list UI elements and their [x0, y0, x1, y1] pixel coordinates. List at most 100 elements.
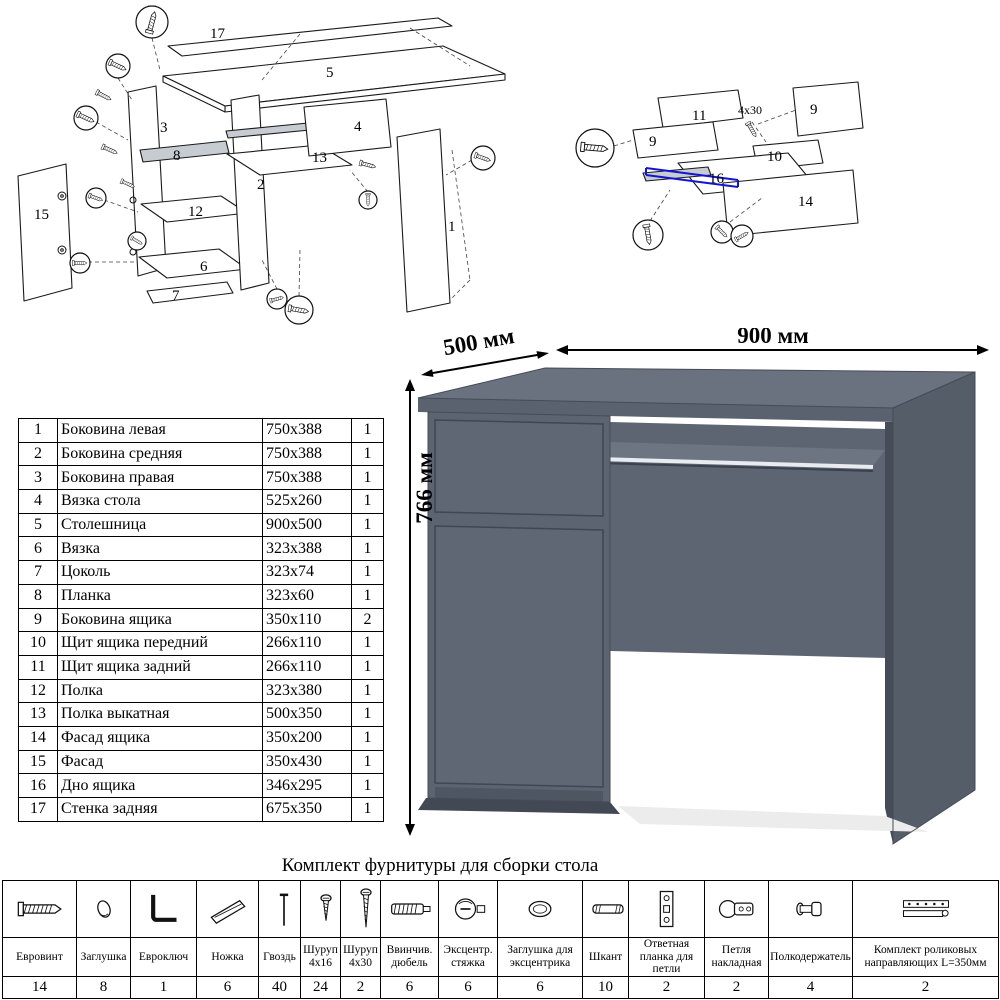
- height-label: 766 мм: [412, 452, 437, 524]
- parts-cell-qty: 1: [351, 773, 384, 798]
- parts-cell-num: 13: [18, 702, 58, 727]
- parts-cell-size: 323x380: [262, 678, 352, 704]
- exploded-desk-diagram: 17 5 3 8 15 12 6 7 2 13 4 1: [17, 5, 506, 325]
- hardware-item-qty: 6: [196, 976, 259, 999]
- hardware-item-name: Заглушка: [76, 937, 131, 977]
- nail-icon: [258, 880, 301, 938]
- cap-icon: [76, 880, 131, 938]
- hinge-plate-icon: [628, 880, 705, 938]
- parts-cell-qty: 1: [351, 749, 384, 775]
- parts-cell-qty: 1: [351, 418, 384, 443]
- svg-text:9: 9: [649, 134, 657, 150]
- parts-cell-num: 8: [18, 583, 58, 609]
- parts-cell-size: 266x110: [262, 654, 352, 680]
- part-1-right-panel: [396, 128, 451, 313]
- parts-cell-qty: 1: [351, 583, 384, 609]
- part-2-middle-panel: [230, 94, 270, 291]
- screw-short-icon: [300, 880, 341, 938]
- parts-cell-qty: 1: [351, 536, 384, 562]
- part-8-plank: [139, 140, 230, 163]
- parts-cell-size: 750x388: [262, 441, 352, 467]
- floor-shadow: [618, 806, 928, 832]
- parts-cell-qty: 2: [351, 607, 384, 633]
- parts-cell-qty: 1: [351, 489, 384, 514]
- parts-cell-name: Фасад: [57, 749, 263, 775]
- parts-cell-size: 900x500: [262, 512, 352, 538]
- hardware-item-name: Полкодержатель: [768, 937, 853, 977]
- cam-lock-icon: [438, 880, 498, 938]
- part-9-side-left: [632, 121, 719, 159]
- inner-shadow: [885, 422, 893, 844]
- hardware-item-qty: 24: [300, 976, 341, 999]
- parts-cell-num: 6: [18, 536, 58, 562]
- depth-arrow: [426, 353, 544, 375]
- parts-cell-num: 5: [18, 512, 58, 538]
- parts-cell-name: Фасад ящика: [57, 725, 263, 751]
- parts-cell-qty: 1: [351, 702, 384, 727]
- screw-long-icon: [340, 880, 381, 938]
- hex-key-icon: [130, 880, 197, 938]
- hardware-item-name: Эксцентр. стяжка: [438, 937, 498, 977]
- parts-cell-size: 266x110: [262, 631, 352, 656]
- parts-cell-name: Боковина левая: [57, 418, 263, 443]
- parts-cell-name: Щит ящика задний: [57, 654, 263, 680]
- svg-text:13: 13: [312, 150, 327, 166]
- part-9-side-right: [792, 81, 864, 137]
- hardware-item-name: Евровинт: [2, 937, 77, 977]
- parts-cell-qty: 1: [351, 512, 384, 538]
- svg-text:15: 15: [34, 207, 49, 223]
- parts-cell-size: 350x430: [262, 749, 352, 775]
- parts-cell-num: 12: [18, 678, 58, 704]
- parts-cell-num: 7: [18, 560, 58, 585]
- parts-cell-qty: 1: [351, 560, 384, 585]
- svg-text:2: 2: [257, 177, 265, 193]
- screw-4x30-icon: [744, 120, 759, 139]
- hardware-item-qty: 40: [258, 976, 301, 999]
- threaded-dowel-icon: [380, 880, 439, 938]
- parts-cell-qty: 1: [351, 678, 384, 704]
- hardware-item-name: Комплект роликовых направляющих L=350мм: [852, 937, 999, 977]
- parts-cell-num: 11: [18, 654, 58, 680]
- hardware-item-name: Петля накладная: [704, 937, 769, 977]
- hardware-icons-row: [2, 880, 999, 938]
- svg-text:1: 1: [448, 219, 456, 235]
- parts-cell-name: Боковина средняя: [57, 441, 263, 467]
- parts-cell-num: 3: [18, 465, 58, 491]
- hardware-item-qty: 2: [704, 976, 769, 999]
- hardware-item-name: Шуруп 4x16: [300, 937, 341, 977]
- parts-cell-size: 350x110: [262, 607, 352, 633]
- parts-cell-num: 2: [18, 441, 58, 467]
- hardware-item-qty: 1: [130, 976, 197, 999]
- parts-cell-name: Полка выкатная: [57, 702, 263, 727]
- part-17-back-wall: [167, 17, 453, 57]
- parts-cell-num: 14: [18, 725, 58, 751]
- svg-text:10: 10: [767, 149, 782, 165]
- parts-cell-name: Боковина правая: [57, 465, 263, 491]
- parts-cell-name: Вязка стола: [57, 489, 263, 514]
- parts-cell-size: 750x388: [262, 418, 352, 443]
- wood-dowel-icon: [582, 880, 629, 938]
- svg-text:17: 17: [210, 26, 226, 42]
- hinge-marks: [57, 191, 137, 256]
- part-11-rear-shield: [657, 89, 744, 129]
- plinth: [435, 787, 603, 802]
- parts-cell-size: 350x200: [262, 725, 352, 751]
- svg-text:4: 4: [354, 119, 362, 135]
- hardware-item-name: Заглушка для эксцентрика: [497, 937, 583, 977]
- hinge-icon: [704, 880, 769, 938]
- roller-guide-highlight: [645, 167, 739, 188]
